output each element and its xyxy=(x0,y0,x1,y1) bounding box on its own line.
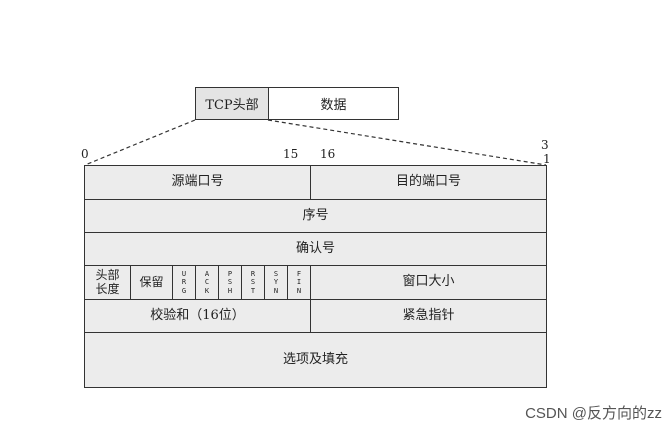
flag-ack: A C K xyxy=(195,265,219,300)
options-padding-field: 选项及填充 xyxy=(84,332,547,388)
window-size-label: 窗口大小 xyxy=(402,274,455,290)
dest-port-label: 目的端口号 xyxy=(395,174,461,190)
expansion-line-left xyxy=(84,119,196,166)
bit-tick-15: 15 xyxy=(283,147,299,161)
tcp-header-label: TCP头部 xyxy=(205,98,259,113)
header-length-label-line2: 长度 xyxy=(95,281,120,296)
ack-number-field: 确认号 xyxy=(84,232,547,266)
window-size-field: 窗口大小 xyxy=(310,265,547,300)
csdn-watermark: CSDN @反方向的zz xyxy=(525,405,662,422)
tcp-header-box: TCP头部 xyxy=(195,87,269,120)
bit-tick-0: 0 xyxy=(81,147,89,161)
checksum-field: 校验和（16位） xyxy=(84,299,311,333)
sequence-number-label: 序号 xyxy=(302,207,329,223)
flag-fin: F I N xyxy=(287,265,311,300)
data-box: 数据 xyxy=(268,87,399,120)
ack-number-label: 确认号 xyxy=(295,240,335,256)
flag-rst: R S T xyxy=(241,265,265,300)
reserved-label: 保留 xyxy=(139,274,164,289)
sequence-number-field: 序号 xyxy=(84,199,547,233)
flag-psh: P S H xyxy=(218,265,242,300)
bit-tick-16: 16 xyxy=(320,147,336,161)
urgent-pointer-field: 紧急指针 xyxy=(310,299,547,333)
bit-tick-31-top: 3 xyxy=(541,138,549,152)
header-length-label-line1: 头部 xyxy=(95,268,120,283)
reserved-field: 保留 xyxy=(130,265,173,300)
expansion-line-right xyxy=(267,119,547,166)
urgent-pointer-label: 紧急指针 xyxy=(402,307,455,323)
source-port-label: 源端口号 xyxy=(171,174,224,190)
data-label: 数据 xyxy=(320,98,347,113)
checksum-label: 校验和（16位） xyxy=(150,307,245,323)
source-port-field: 源端口号 xyxy=(84,165,311,200)
dest-port-field: 目的端口号 xyxy=(310,165,547,200)
bit-tick-31-bottom: 1 xyxy=(543,152,551,166)
flag-urg: U R G xyxy=(172,265,196,300)
options-padding-label: 选项及填充 xyxy=(282,351,348,367)
header-length-field: 头部 长度 xyxy=(84,265,131,300)
flag-syn: S Y N xyxy=(264,265,288,300)
